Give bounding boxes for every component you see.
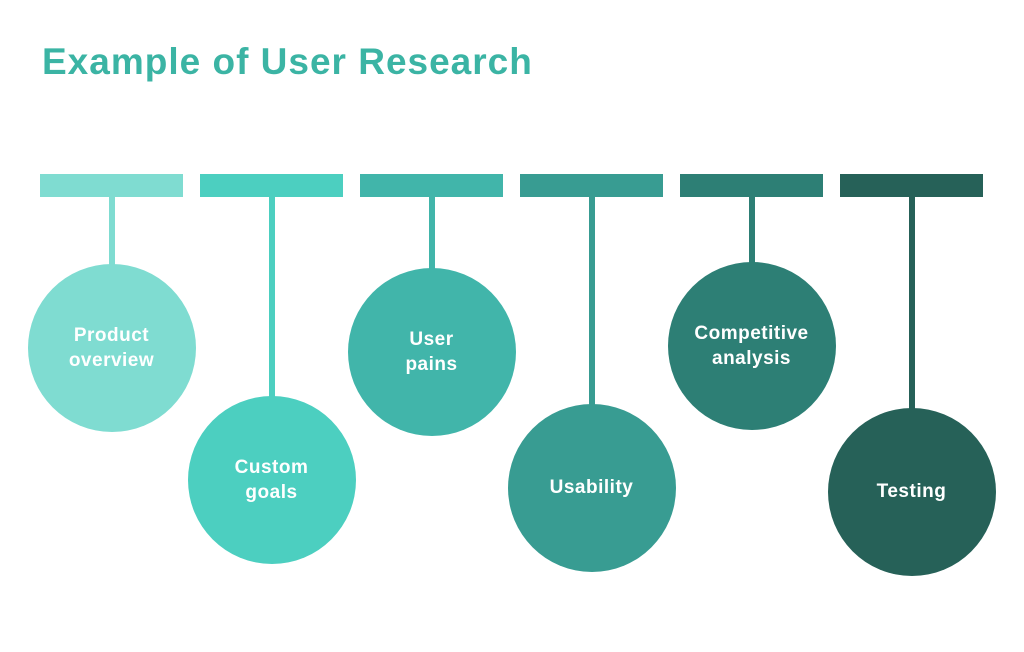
category-bar [200,174,343,197]
column-testing: Testing [827,174,996,594]
topic-circle: Product overview [27,264,196,432]
topic-label: User pains [405,328,458,375]
column-custom-goals: Custom goals [187,174,356,594]
topic-label: Testing [876,481,947,503]
topic-label: Custom goals [234,456,309,503]
topic-circle: Testing [827,408,996,576]
diagram-title: Example of User Research [42,41,533,82]
connector-line [588,197,595,408]
connector-line [268,197,275,400]
topic-label: Product overview [68,324,155,371]
topic-circle: Custom goals [187,396,356,564]
column-product-overview: Product overview [27,174,196,594]
category-bar [680,174,823,197]
connector-line [908,197,915,412]
topic-label: Usability [549,477,634,499]
topic-circle: Competitive analysis [667,262,836,430]
category-bar [520,174,663,197]
column-user-pains: User pains [347,174,516,594]
connector-line [748,197,755,266]
category-bar [840,174,983,197]
category-bar [360,174,503,197]
connector-line [428,197,435,272]
topic-circle: Usability [507,404,676,572]
category-bar [40,174,183,197]
connector-line [108,197,115,268]
column-usability: Usability [507,174,676,594]
topic-circle: User pains [347,268,516,436]
topic-label: Competitive analysis [694,322,809,369]
column-competitive-analysis: Competitive analysis [667,174,836,594]
